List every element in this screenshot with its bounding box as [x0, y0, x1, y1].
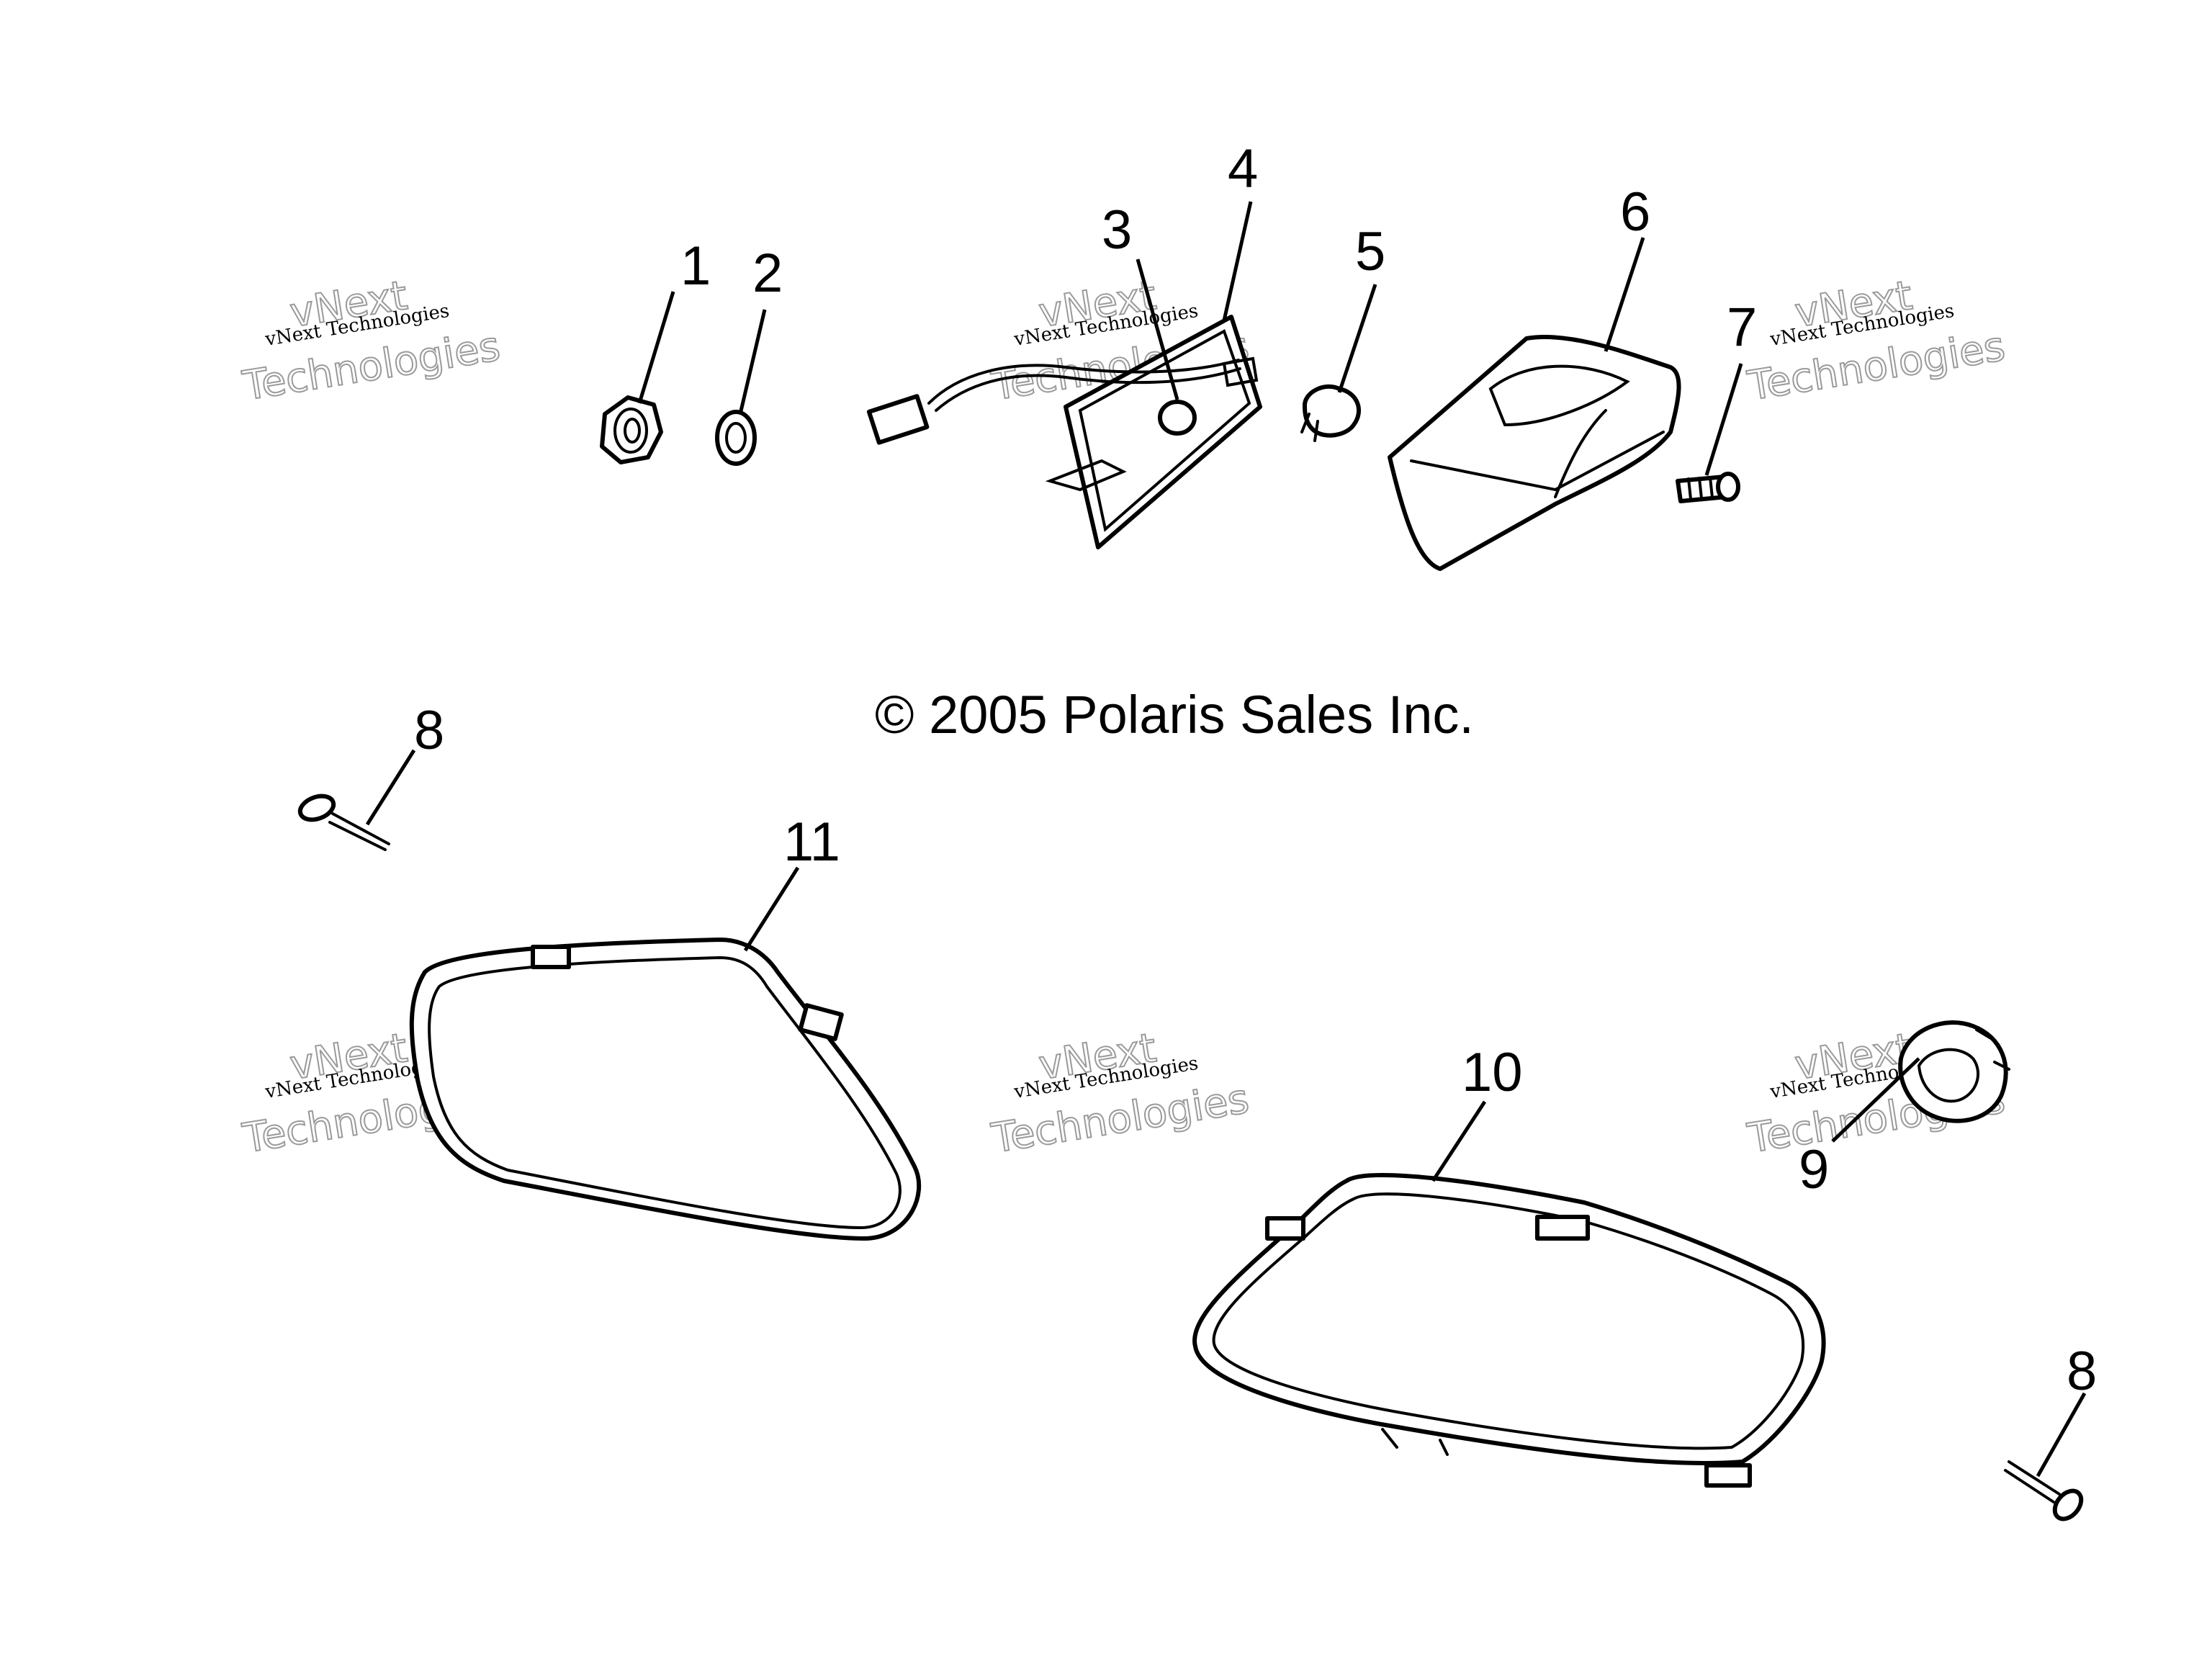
callout-5: 5 [1355, 221, 1385, 282]
callout-3: 3 [1102, 199, 1132, 261]
part-6-lens-housing [1388, 335, 1681, 571]
callout-1: 1 [680, 235, 711, 297]
part-2-washer [715, 410, 757, 466]
callout-2: 2 [752, 243, 783, 304]
watermark: vNext vNext Technologies Technologies [1743, 271, 2008, 410]
part-8-screw-right [2004, 1460, 2084, 1521]
callout-4: 4 [1228, 138, 1258, 199]
part-5-bulb [1300, 384, 1362, 442]
callout-8-right: 8 [2067, 1341, 2097, 1402]
callout-8-left: 8 [414, 700, 444, 761]
part-7-screw [1676, 472, 1740, 503]
callout-11: 11 [783, 811, 840, 873]
part-8-screw-left [297, 793, 390, 851]
part-4-light-bracket [866, 315, 1262, 549]
part-3-bulb [1158, 400, 1197, 436]
callout-10: 10 [1462, 1042, 1523, 1103]
callouts: 1 2 3 4 5 6 7 8 11 10 9 8 [414, 138, 2097, 1402]
callout-7: 7 [1727, 297, 1757, 358]
callout-6: 6 [1620, 181, 1650, 243]
part-11-headlight-left [409, 938, 922, 1241]
part-10-headlight-right [1192, 1172, 1826, 1488]
part-9-bulb [1898, 1020, 2010, 1123]
watermark: vNext vNext Technologies Technologies [238, 271, 503, 410]
part-1-nut [600, 395, 663, 464]
watermark: vNext vNext Technologies Technologies [987, 1024, 1252, 1163]
callout-9: 9 [1799, 1139, 1829, 1200]
copyright-notice: © 2005 Polaris Sales Inc. [875, 685, 1474, 745]
leader-lines [365, 201, 2087, 1478]
